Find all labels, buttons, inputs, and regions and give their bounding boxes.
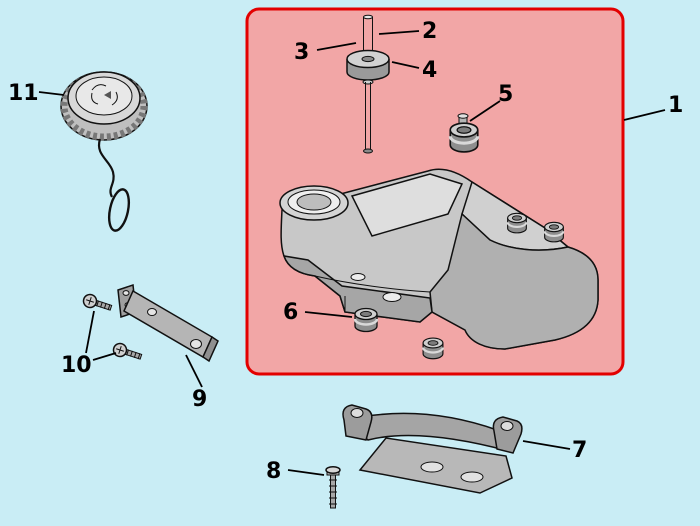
grommet-right-2 (543, 221, 565, 243)
mount-bracket-drawing (342, 404, 523, 494)
leader-line-11 (38, 91, 65, 96)
grommet-part6 (353, 307, 379, 333)
leader-line-6 (304, 311, 353, 318)
part-label-7: 7 (572, 438, 587, 463)
leader-line-10a (85, 310, 95, 354)
leader-line-1 (623, 109, 666, 121)
part-label-4: 4 (422, 58, 437, 83)
grommet-right-1 (506, 212, 528, 234)
bolt-8-drawing (325, 466, 341, 509)
leader-line-7 (522, 440, 571, 450)
leader-line-4 (391, 61, 420, 69)
part-label-11: 11 (8, 81, 39, 106)
leader-line-9 (185, 354, 203, 388)
leader-line-10b (92, 352, 117, 361)
part-label-3: 3 (294, 40, 309, 65)
part-label-9: 9 (192, 387, 207, 412)
valve-drawing (448, 113, 480, 154)
small-bracket-drawing (117, 283, 219, 363)
leader-line-8 (287, 469, 325, 476)
screw-10a-drawing (82, 293, 113, 311)
leader-line-5 (469, 100, 501, 122)
part-label-5: 5 (498, 82, 513, 107)
fuel-cap-drawing (60, 71, 148, 232)
part-label-2: 2 (422, 19, 437, 44)
part-label-8: 8 (266, 459, 281, 484)
pickup-tube-drawing (346, 14, 390, 154)
part-label-6: 6 (283, 300, 298, 325)
screw-10b-drawing (112, 342, 143, 360)
valve-grommet (448, 121, 480, 154)
grommet-bottom (421, 336, 445, 360)
leader-line-3 (316, 42, 357, 51)
leader-lines (38, 30, 666, 476)
part-label-1: 1 (668, 93, 683, 118)
leader-line-2 (378, 30, 420, 35)
part-label-10: 10 (61, 353, 92, 378)
